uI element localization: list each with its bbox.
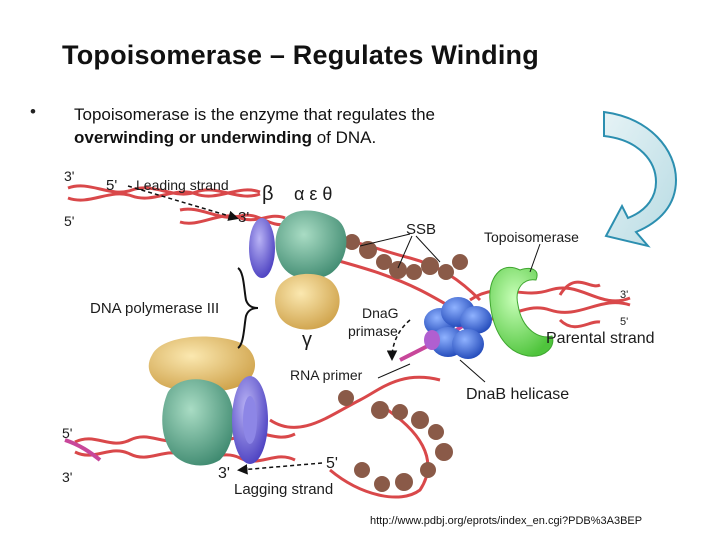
upper-polymerase [249,210,347,330]
rna-primer-pointer [377,363,411,379]
slide-title: Topoisomerase – Regulates Winding [62,40,539,70]
bullet-marker: • [30,102,36,121]
strand-end-parental-3: 3' [620,289,628,301]
bullet-bold-phrase: overwinding or underwinding [74,128,312,147]
polymerase-brace [237,267,259,349]
label-dnag: DnaG [362,305,399,321]
helicase-pointer [459,359,486,383]
topoisomerase-protein [489,266,554,357]
label-lagging-strand: Lagging strand [234,481,333,498]
leading-strand-arrow [127,185,239,221]
label-dnab-helicase: DnaB helicase [466,386,569,403]
primase-arrow [386,319,411,361]
label-ssb: SSB [406,221,436,238]
ssb-pointer-1 [359,233,411,247]
curved-arrow-shape [603,110,678,248]
bullet-text-end: of DNA. [312,128,377,147]
label-primase: primase [348,323,398,339]
bullet-text-start: Topoisomerase is the enzyme that regulat… [74,105,435,124]
topoisomerase-pointer [529,243,541,273]
lower-polymerase [148,336,268,466]
label-leading-strand: Leading strand [136,177,229,193]
label-parental-strand: Parental strand [546,330,655,347]
ssb-proteins [338,234,468,492]
strand-end-bottom-left-5: 5' [62,425,72,441]
strand-end-leading-5: 5' [106,177,117,194]
lagging-strand-arrow [237,462,323,475]
source-url[interactable]: http://www.pdbj.org/eprots/index_en.cgi?… [370,515,643,527]
label-topoisomerase: Topoisomerase [484,229,579,245]
label-alpha-epsilon-theta: α ε θ [294,184,332,204]
strand-end-top-left-3: 3' [64,168,74,184]
bullet-text: Topoisomerase is the enzyme that regulat… [74,103,544,149]
strand-end-parental-5: 5' [620,316,628,328]
label-gamma: γ [302,329,312,351]
strand-end-lagging-3: 3' [218,465,230,482]
leading-strand-helix [67,184,286,227]
ssb-pointer-3 [415,235,441,263]
strand-end-lagging-5: 5' [326,455,338,472]
strand-end-leading-3: 3' [238,209,249,226]
label-dna-polymerase-iii: DNA polymerase III [90,300,219,317]
label-beta: β [262,183,274,205]
strand-end-bottom-left-3: 3' [62,469,72,485]
strand-end-top-left-5: 5' [64,213,74,229]
ssb-pointer-2 [397,235,413,269]
helicase-protein [424,297,492,359]
label-rna-primer: RNA primer [290,367,363,383]
